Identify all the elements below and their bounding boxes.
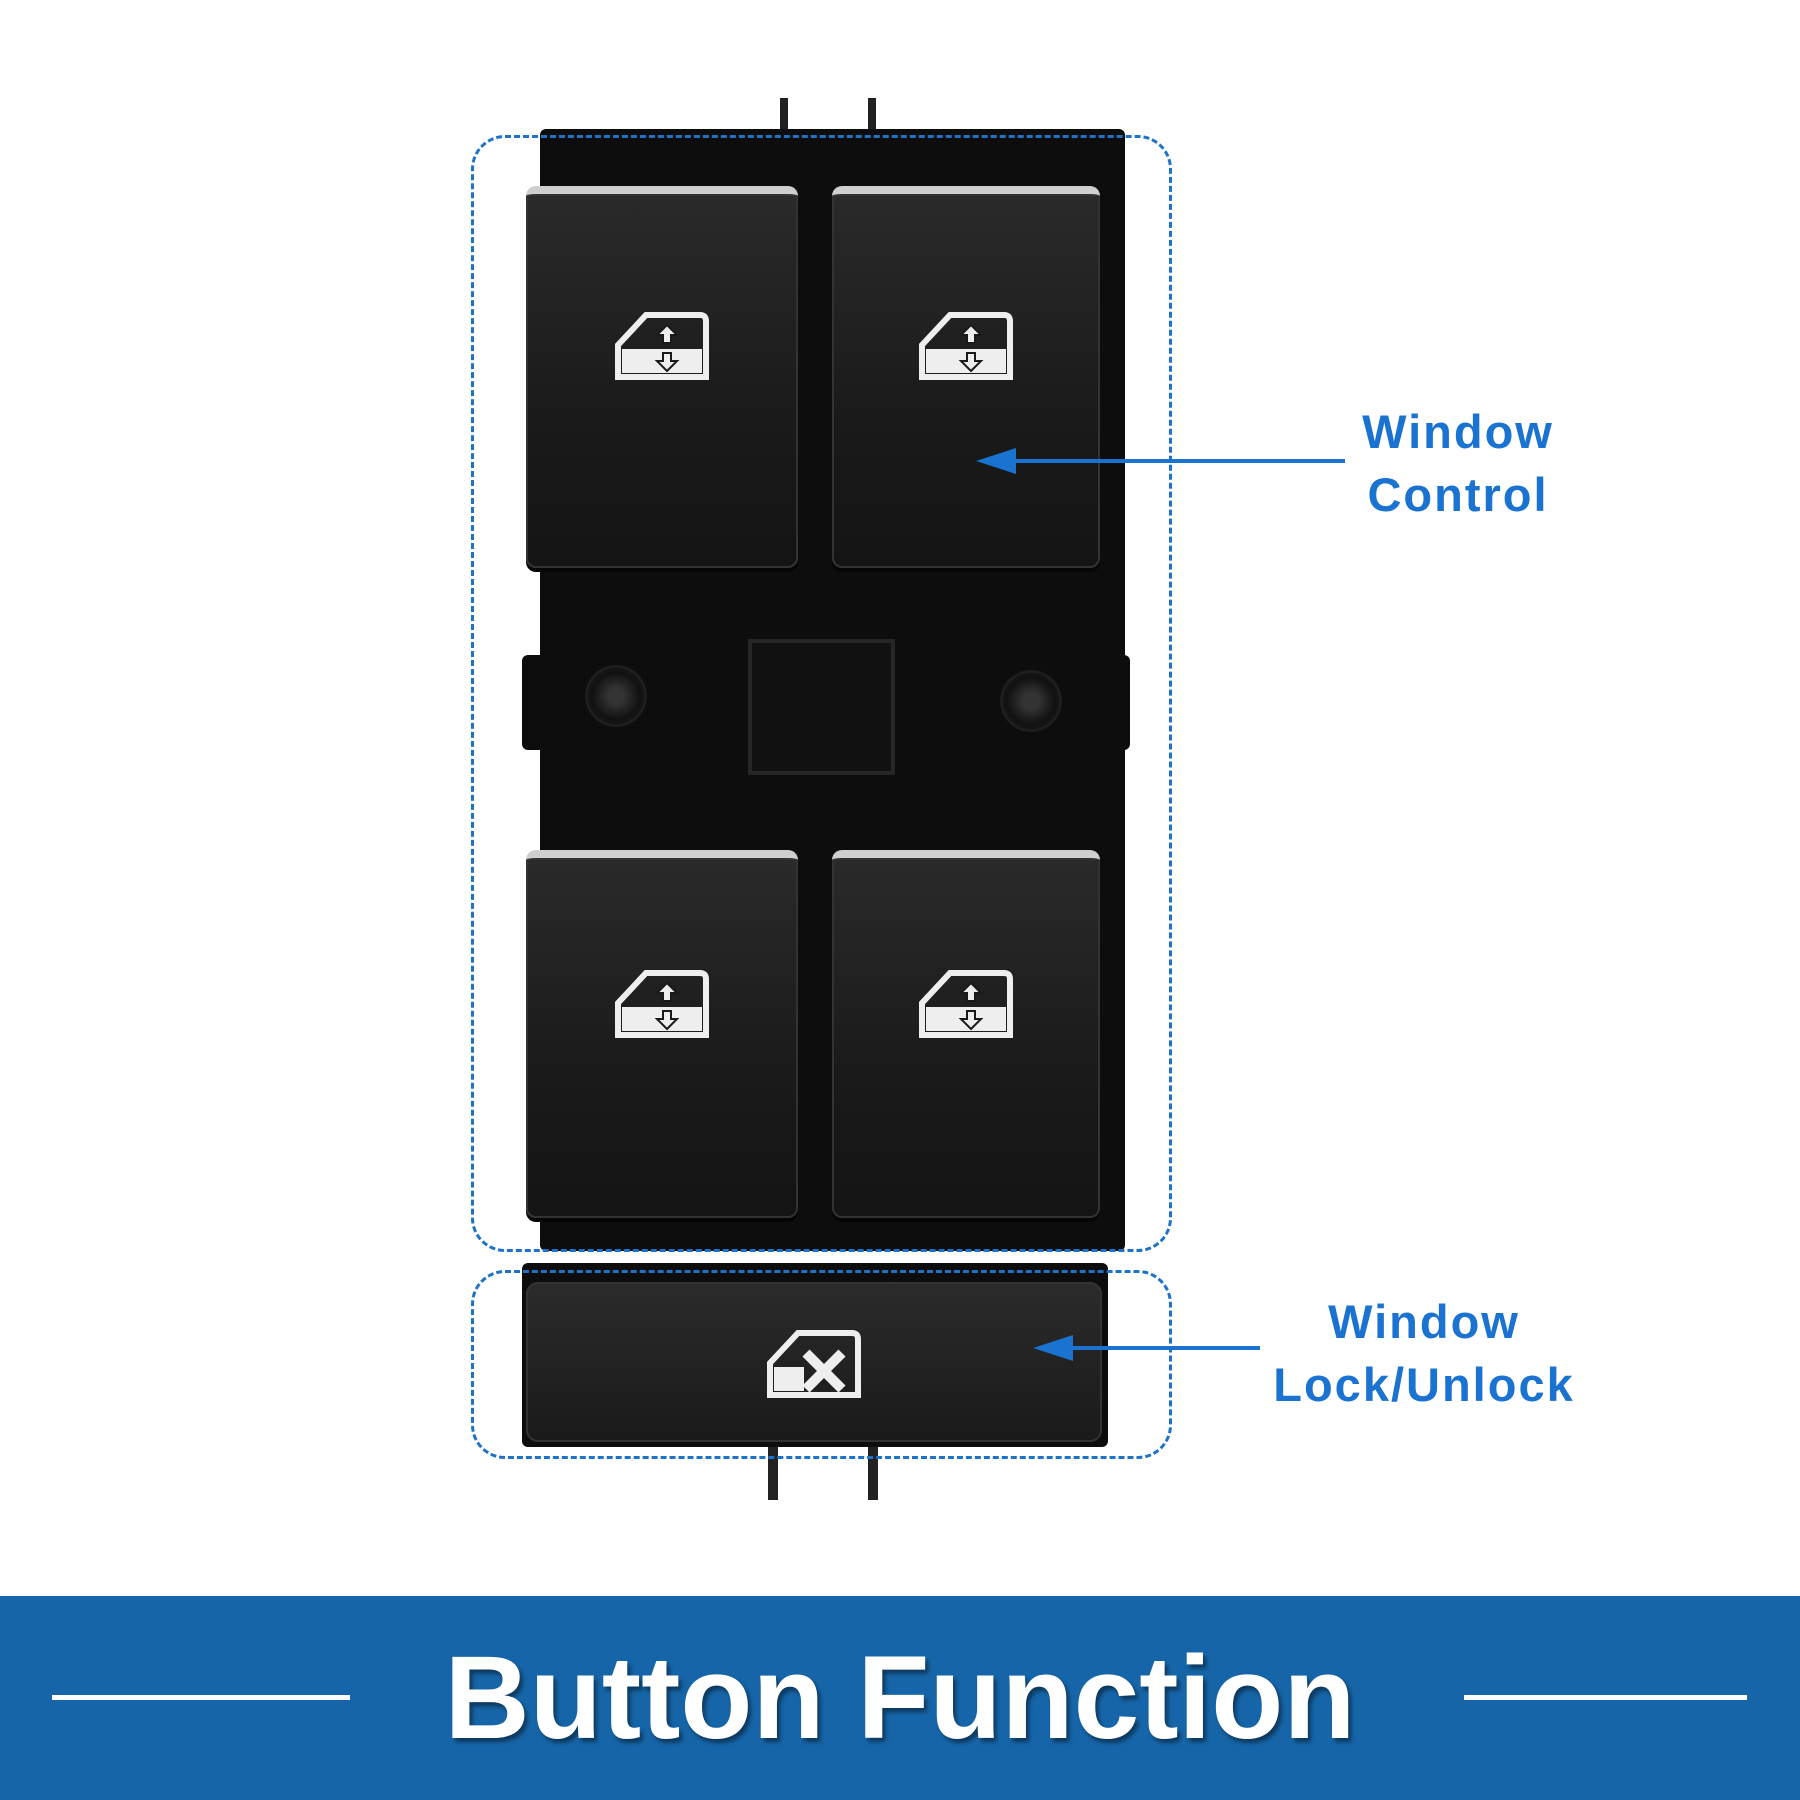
switch-pins-bottom xyxy=(768,1440,878,1500)
window-control-label: Window Control xyxy=(1330,400,1586,526)
label-line: Window xyxy=(1362,405,1554,458)
window-control-arrow xyxy=(976,448,1345,474)
window-lock-arrow xyxy=(1033,1335,1260,1361)
window-lock-highlight xyxy=(471,1270,1172,1459)
side-tab-right xyxy=(1110,655,1130,750)
label-line: Window xyxy=(1328,1295,1520,1348)
window-lock-button[interactable] xyxy=(526,1282,1102,1442)
banner-title: Button Function xyxy=(444,1632,1356,1764)
window-updown-icon xyxy=(919,311,1013,380)
center-square xyxy=(748,639,895,775)
screw-right xyxy=(1003,673,1059,729)
window-updown-icon xyxy=(615,311,709,380)
screw-left xyxy=(588,668,644,724)
banner-line-right xyxy=(1464,1695,1747,1700)
window-lock-label: Window Lock/Unlock xyxy=(1244,1290,1604,1416)
window-button-rear-left[interactable] xyxy=(526,850,798,1218)
window-button-front-left[interactable] xyxy=(526,186,798,568)
window-updown-icon xyxy=(919,970,1013,1038)
label-line: Control xyxy=(1367,468,1549,521)
switch-pins-top xyxy=(780,98,876,138)
window-button-front-right[interactable] xyxy=(832,186,1100,568)
window-control-highlight xyxy=(471,135,1172,1252)
window-updown-icon xyxy=(615,970,709,1038)
side-tab-left xyxy=(522,655,552,750)
window-button-rear-right[interactable] xyxy=(832,850,1100,1218)
window-lock-icon xyxy=(767,1330,861,1398)
banner-line-left xyxy=(52,1695,350,1700)
label-line: Lock/Unlock xyxy=(1273,1358,1575,1411)
